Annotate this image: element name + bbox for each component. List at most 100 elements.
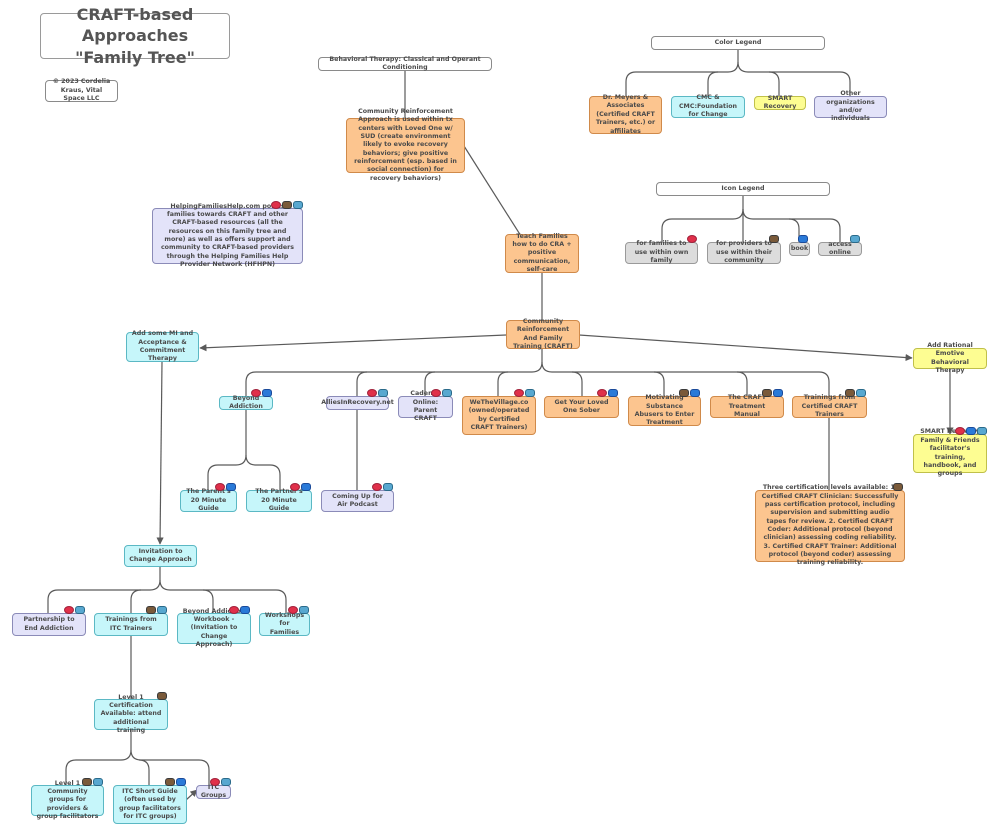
heart-icon — [64, 606, 74, 614]
node-itc-groups: ITC Groups — [196, 784, 231, 799]
heart-icon — [955, 427, 965, 435]
globe-icon — [221, 778, 231, 786]
globe-icon — [856, 389, 866, 397]
bus-icon-group — [769, 235, 779, 243]
icon-legend-family: for families to use within own family — [625, 240, 698, 264]
node-pea-icons — [64, 606, 85, 614]
bus-icon — [679, 389, 689, 397]
node-podcast-icons — [372, 483, 393, 491]
heart-icon — [290, 483, 300, 491]
node-trainings-itc: Trainings from ITC Trainers — [94, 613, 168, 636]
node-workshops-icons — [288, 606, 309, 614]
icon-legend-book: book — [789, 242, 810, 256]
heart-icon — [271, 201, 281, 209]
node-itc-train-icons — [146, 606, 167, 614]
heart-icon — [215, 483, 225, 491]
node-partners-guide: The Partner's 20 Minute Guide — [246, 488, 312, 512]
bus-icon — [82, 778, 92, 786]
node-beyond-addiction-workbook: Beyond Addiction Workbook - (Invitation … — [177, 608, 251, 648]
node-trainings-icons — [845, 389, 866, 397]
node-invitation-to-change: Invitation to Change Approach — [124, 545, 197, 567]
book-icon — [176, 778, 186, 786]
legend-lavender: Other organizations and/or individuals — [814, 90, 887, 122]
node-smart-icons — [955, 427, 987, 435]
icon-legend-title: Icon Legend — [656, 182, 830, 196]
book-icon — [773, 389, 783, 397]
node-allies-in-recovery: AlliesInRecovery.net — [321, 396, 394, 410]
bus-icon — [845, 389, 855, 397]
book-icon — [608, 389, 618, 397]
bus-icon — [157, 692, 167, 700]
bus-icon — [769, 235, 779, 243]
node-motiv-icons — [679, 389, 700, 397]
heart-icon — [210, 778, 220, 786]
node-allies-icons — [367, 389, 388, 397]
node-level1-community-groups: Level 1 Community groups for providers &… — [31, 780, 104, 820]
icon-legend-online: access online — [818, 241, 862, 256]
node-rebt: Add Rational Emotive Behavioral Therapy — [913, 342, 987, 374]
node-partnership-end-addiction: Partnership to End Addiction — [12, 613, 86, 636]
globe-icon — [977, 427, 987, 435]
heart-icon — [288, 606, 298, 614]
copyright-note: © 2023 Cordelia Kraus, Vital Space LLC — [45, 78, 118, 102]
globe-icon — [850, 235, 860, 243]
heart-icon — [431, 389, 441, 397]
node-partners-icons — [290, 483, 311, 491]
node-cadence-online: Cadence Online: Parent CRAFT — [398, 390, 453, 422]
node-coming-up-for-air: Coming Up for Air Podcast — [321, 490, 394, 512]
globe-icon — [157, 606, 167, 614]
globe-icon — [525, 389, 535, 397]
heart-icon — [251, 389, 261, 397]
node-craft: Community Reinforcement And Family Train… — [506, 318, 580, 350]
node-workshops-families: Workshops for Families — [259, 612, 310, 636]
node-level1-icons — [157, 692, 167, 700]
book-icon — [240, 606, 250, 614]
heart-icon — [229, 606, 239, 614]
heart-icon — [597, 389, 607, 397]
node-level1-certification: Level 1 Certification Available: attend … — [94, 694, 168, 734]
node-helpingfamilieshelp: HelpingFamiliesHelp.com points families … — [152, 203, 303, 268]
globe-icon-group — [850, 235, 860, 243]
node-craft-treatment-manual: The CRAFT Treatment Manual — [710, 394, 784, 418]
globe-icon — [378, 389, 388, 397]
icon-legend-provider: for providers to use within their commun… — [707, 240, 781, 264]
node-motivating-substance-abusers: Motivating Substance Abusers to Enter Tr… — [628, 394, 701, 426]
globe-icon — [75, 606, 85, 614]
heart-icon — [372, 483, 382, 491]
node-itcgroups-icons — [210, 778, 231, 786]
legend-orange: Dr. Meyers & Associates (Certified CRAFT… — [589, 94, 662, 135]
title-line-2: "Family Tree" — [75, 47, 195, 67]
node-getlo-icons — [597, 389, 618, 397]
node-l1groups-icons — [82, 778, 103, 786]
node-shortguide-icons — [165, 778, 186, 786]
node-cadence-icons — [431, 389, 452, 397]
node-teach-families: Teach Families how to do CRA + positive … — [505, 233, 579, 273]
heart-icon-group — [687, 235, 697, 243]
node-manual-icons — [762, 389, 783, 397]
book-icon — [966, 427, 976, 435]
legend-cyan: CMC & CMC:Foundation for Change — [671, 94, 745, 118]
book-icon — [798, 235, 808, 243]
node-beyond-addiction: Beyond Addiction — [219, 395, 273, 410]
node-behavioral-therapy: Behavioral Therapy: Classical and Operan… — [318, 56, 492, 71]
globe-icon — [442, 389, 452, 397]
heart-icon — [687, 235, 697, 243]
node-smart-family-friends: SMART Recovery Family & Friends facilita… — [913, 428, 987, 477]
globe-icon — [383, 483, 393, 491]
node-wtv-icons — [514, 389, 535, 397]
node-workbook-icons — [229, 606, 250, 614]
book-icon — [301, 483, 311, 491]
heart-icon — [367, 389, 377, 397]
color-legend-title: Color Legend — [651, 36, 825, 50]
node-beyond-icons — [251, 389, 272, 397]
globe-icon — [299, 606, 309, 614]
book-icon — [690, 389, 700, 397]
node-hfh-icons — [271, 201, 303, 209]
node-certification-levels: Three certification levels available: 1.… — [755, 484, 905, 566]
globe-icon — [293, 201, 303, 209]
book-icon-group — [798, 235, 808, 243]
bus-icon — [282, 201, 292, 209]
title-line-1: CRAFT-based Approaches — [76, 4, 194, 46]
legend-yellow: SMART Recovery — [754, 95, 806, 110]
heart-icon — [514, 389, 524, 397]
